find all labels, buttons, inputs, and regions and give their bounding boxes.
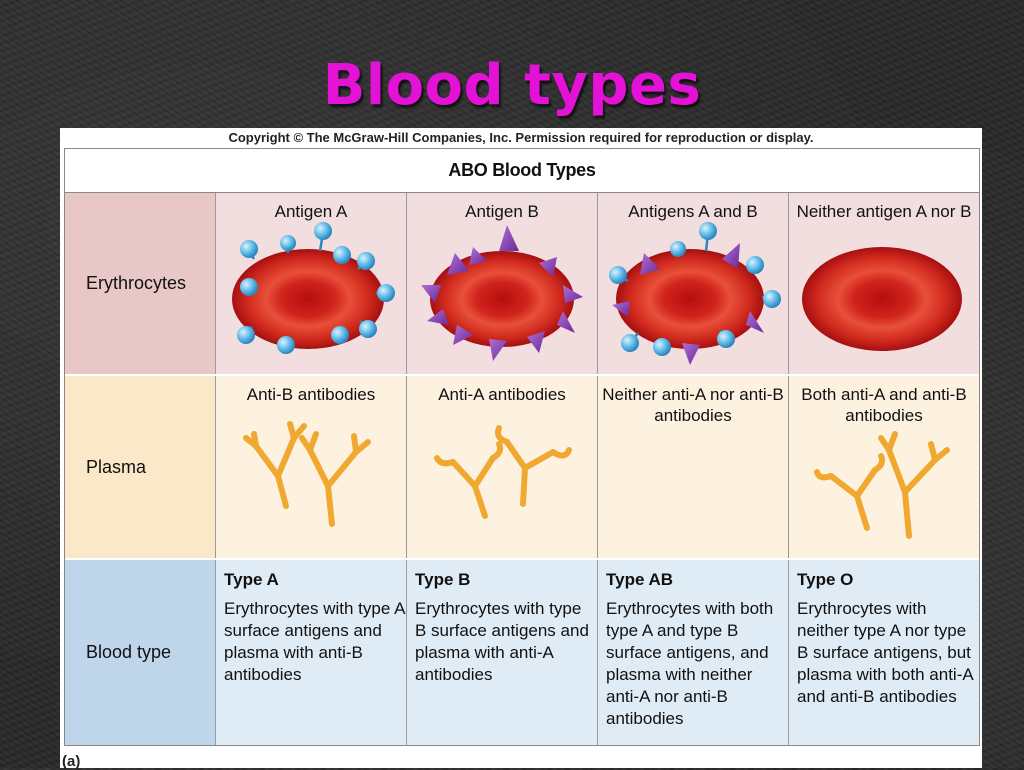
cell-antigen-none: Neither antigen A nor B xyxy=(788,193,979,374)
cell-antibodies-o: Both anti-A and anti-B antibodies xyxy=(788,376,979,558)
antigen-label: Antigens A and B xyxy=(628,202,758,221)
cell-antigen-ab: Antigens A and B xyxy=(597,193,788,374)
row-erythrocytes: Erythrocytes Antigen A xyxy=(65,193,979,374)
table-title: ABO Blood Types xyxy=(65,149,979,193)
anti-b-antibodies-icon xyxy=(243,421,371,527)
cell-antibodies-b: Anti-A antibodies xyxy=(406,376,597,558)
type-description: Erythrocytes with both type A and type B… xyxy=(606,599,774,728)
antigen-label: Antigen B xyxy=(465,202,539,221)
slide-title: Blood types xyxy=(322,53,702,118)
antigen-b-markers xyxy=(612,243,764,365)
erythrocyte-b-diagram xyxy=(421,225,583,361)
cell-antibodies-ab: Neither anti-A nor anti-B antibodies xyxy=(597,376,788,558)
antibody-label: Anti-A antibodies xyxy=(438,385,566,404)
type-name: Type A xyxy=(224,570,279,589)
type-name: Type AB xyxy=(606,570,674,589)
antibody-label: Both anti-A and anti-B antibodies xyxy=(801,385,967,425)
antigen-label: Neither antigen A nor B xyxy=(796,202,972,221)
figure-label: (a) xyxy=(62,753,81,770)
row-blood-type: Blood type Type A Erythrocytes with type… xyxy=(65,560,979,745)
antigen-a-markers xyxy=(609,222,781,356)
row-label-plasma: Plasma xyxy=(65,376,215,558)
cell-type-a: Type A Erythrocytes with type A surface … xyxy=(215,560,406,745)
type-name: Type O xyxy=(797,570,854,589)
copyright-notice: Copyright © The McGraw-Hill Companies, I… xyxy=(228,130,814,145)
erythrocyte-ab-diagram xyxy=(609,222,781,365)
antibody-label: Neither anti-A nor anti-B antibodies xyxy=(602,385,784,425)
abo-table: ABO Blood Types Erythrocytes Antigen A xyxy=(64,148,980,746)
anti-a-and-anti-b-antibodies-icon xyxy=(814,431,950,539)
cell-type-b: Type B Erythrocytes with type B surface … xyxy=(406,560,597,745)
erythrocyte-a-diagram xyxy=(232,222,395,354)
type-description: Erythrocytes with neither type A nor typ… xyxy=(797,599,973,706)
antigen-b-markers xyxy=(421,225,583,361)
type-name: Type B xyxy=(415,570,471,589)
cell-antigen-b: Antigen B xyxy=(406,193,597,374)
red-blood-cell xyxy=(430,251,574,347)
cell-type-ab: Type AB Erythrocytes with both type A an… xyxy=(597,560,788,745)
cell-antigen-a: Antigen A xyxy=(215,193,406,374)
red-blood-cell xyxy=(802,247,962,351)
type-description: Erythrocytes with type B surface antigen… xyxy=(415,599,589,684)
row-label-blood-type: Blood type xyxy=(65,560,215,745)
antibody-label: Anti-B antibodies xyxy=(246,385,376,404)
anti-a-antibodies-icon xyxy=(434,425,572,519)
abo-figure: Copyright © The McGraw-Hill Companies, I… xyxy=(60,128,982,770)
antigen-a-markers xyxy=(237,222,395,354)
type-description: Erythrocytes with type A surface antigen… xyxy=(224,599,405,684)
row-plasma: Plasma Anti-B antibodies Anti-A antibodi… xyxy=(65,376,979,558)
cell-antibodies-a: Anti-B antibodies xyxy=(215,376,406,558)
cell-type-o: Type O Erythrocytes with neither type A … xyxy=(788,560,979,745)
red-blood-cell xyxy=(232,249,384,349)
row-label-erythrocytes: Erythrocytes xyxy=(65,193,215,374)
red-blood-cell xyxy=(616,249,764,349)
antigen-label: Antigen A xyxy=(274,202,348,221)
erythrocyte-o-diagram xyxy=(802,247,962,351)
